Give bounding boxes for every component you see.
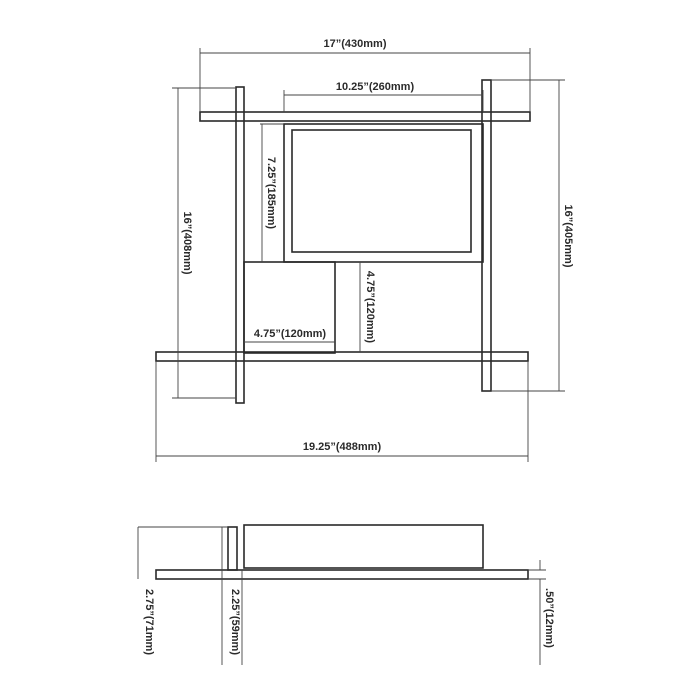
box-width-label: 4.75”(120mm) (254, 328, 326, 340)
shade-height-label: 7.25”(185mm) (265, 157, 277, 229)
right-post (481, 79, 492, 392)
base-width-label: 19.25”(488mm) (303, 441, 382, 453)
lower-box (243, 261, 336, 354)
shade-panel-outer (283, 123, 484, 263)
base-bar (155, 351, 529, 362)
side-post (227, 526, 238, 571)
front-view (155, 79, 531, 404)
side-base (155, 569, 529, 580)
left-height-label: 16”(408mm) (181, 212, 193, 275)
overall-width-label: 17”(430mm) (324, 38, 387, 50)
shade-panel-inner (291, 129, 472, 253)
side-view (155, 524, 529, 580)
inner-width-label: 10.25”(260mm) (336, 81, 415, 93)
base-thickness-label: .50”(12mm) (543, 588, 555, 648)
total-height-label: 2.75”(71mm) (143, 589, 155, 655)
side-body (243, 524, 484, 569)
body-height-label: 2.25”(59mm) (229, 589, 241, 655)
left-post (235, 86, 245, 404)
front-dimensions: 17”(430mm) 10.25”(260mm) 16”(408mm) 7.25… (155, 38, 574, 462)
top-bar (199, 111, 531, 122)
box-height-label: 4.75”(120mm) (364, 271, 376, 343)
side-dimensions: 2.75”(71mm) 2.25”(59mm) .50”(12mm) (137, 526, 555, 665)
right-height-label: 16”(405mm) (562, 205, 574, 268)
